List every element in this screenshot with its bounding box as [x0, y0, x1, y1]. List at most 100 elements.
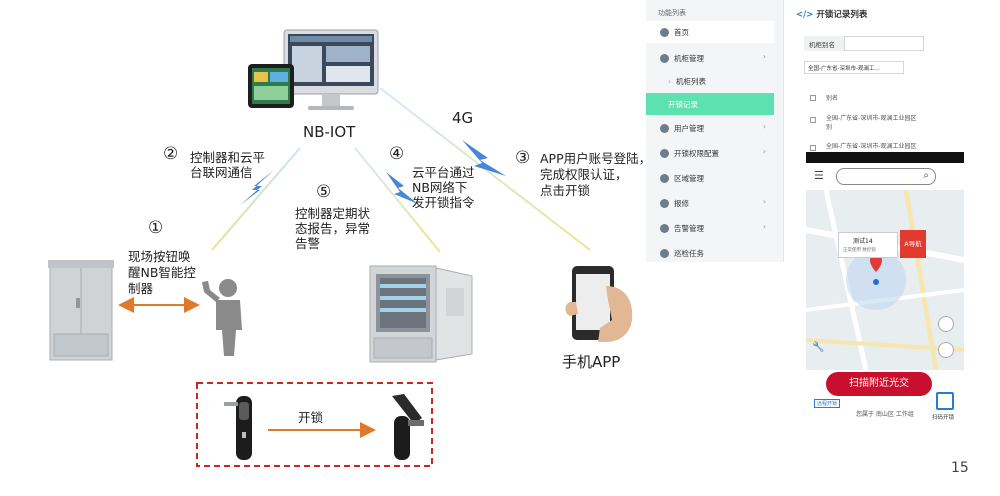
step-3-line-1: APP用户账号登陆，	[540, 151, 652, 166]
chevron-right-icon: ›	[762, 52, 766, 61]
step-3-line-2: 完成权限认证，	[540, 167, 628, 182]
sidebar-item-label: 用户管理	[674, 123, 704, 133]
lightning-bolt-icon	[462, 140, 506, 176]
step-1-line-3: 制器	[128, 281, 154, 296]
map-search-input[interactable]: ⌕	[836, 168, 936, 185]
sidebar-header: 功能列表	[658, 9, 686, 17]
select-all-checkbox[interactable]	[810, 95, 816, 101]
location-text: 您属于 南山区 工作组	[856, 411, 914, 418]
unlock-label: 开锁	[298, 410, 324, 425]
open-cabinet-icon	[369, 265, 473, 363]
phone-app-label: 手机APP	[562, 353, 621, 371]
map-roads	[806, 190, 964, 370]
phone-in-hand-icon	[565, 266, 633, 342]
link-cloud-to-controller	[211, 147, 301, 251]
row-checkbox[interactable]	[810, 117, 816, 123]
chevron-right-icon: ›	[762, 147, 766, 156]
cabinet-info-card[interactable]: 测试14 正常使用 数控锁	[838, 232, 898, 258]
document-icon[interactable]	[938, 316, 954, 332]
sidebar-item-label: 开锁权限配置	[674, 148, 719, 158]
step-5-line-3: 告警	[295, 236, 321, 251]
step-4-line-2: NB网络下	[412, 180, 468, 195]
step-5-line-2: 态报告，异常	[295, 221, 371, 236]
sidebar-item-label: 首页	[674, 27, 689, 37]
column-header-alias: 别名	[826, 95, 839, 102]
region-select[interactable]: 全国-广东省-深圳市-观澜工...	[804, 61, 904, 74]
sidebar-item-region-management[interactable]: 区域管理	[646, 167, 774, 189]
chevron-right-icon: ›	[668, 76, 671, 86]
sidebar-item-home[interactable]: 首页	[646, 21, 774, 43]
sidebar-item-label: 区域管理	[674, 173, 704, 183]
region-select-value: 全国-广东省-深圳市-观澜工...	[808, 66, 880, 72]
page-number: 15	[951, 460, 969, 476]
search-icon[interactable]: ⌕	[923, 170, 929, 181]
chevron-right-icon: ›	[762, 222, 766, 231]
warning-icon	[660, 223, 669, 233]
cloud-platform-computer-icon	[248, 29, 379, 110]
code-icon: </>	[796, 10, 814, 20]
user-icon	[660, 53, 669, 63]
sidebar-item-unlock-permission[interactable]: 开锁权限配置 ›	[646, 142, 774, 164]
sidebar-item-label: 开锁记录	[668, 99, 698, 109]
nb-iot-label: NB-IOT	[303, 123, 356, 141]
remote-unlock-tag[interactable]: 远程开锁	[814, 399, 841, 408]
sidebar-item-user-management[interactable]: 用户管理 ›	[646, 117, 774, 139]
locate-icon[interactable]	[938, 342, 954, 358]
grid-icon	[660, 173, 669, 183]
chevron-right-icon: ›	[762, 197, 766, 206]
closed-lock-icon	[224, 396, 252, 460]
sidebar-item-label: 告警管理	[674, 223, 704, 233]
step-3-number: ③	[515, 148, 531, 168]
eye-icon	[660, 248, 669, 258]
scan-nearby-button[interactable]: 扫描附近光交	[826, 372, 932, 396]
sidebar-item-repair[interactable]: 报修 ›	[646, 192, 774, 214]
sidebar-item-label: 机柜管理	[674, 53, 704, 63]
step-1-number: ①	[148, 218, 164, 238]
lightning-bolt-icon	[386, 172, 418, 204]
sidebar-item-unlock-records[interactable]: 开锁记录	[646, 93, 774, 115]
step-4-line-3: 发开锁指令	[412, 195, 475, 210]
pin-subtitle: 正常使用 数控锁	[843, 248, 876, 253]
cabinet-alias-input[interactable]	[844, 36, 924, 51]
records-title: </>开锁记录列表	[796, 8, 867, 20]
users-icon	[660, 123, 669, 133]
scan-qr-icon[interactable]	[936, 392, 954, 410]
user-icon	[660, 27, 669, 37]
records-title-text: 开锁记录列表	[816, 10, 868, 20]
key-icon	[660, 148, 669, 158]
step-5-line-1: 控制器定期状	[295, 206, 371, 221]
step-1-line-1: 现场按钮唤	[128, 249, 191, 264]
wrench-icon[interactable]: 🔧	[812, 342, 825, 353]
admin-sidebar: 功能列表 首页 机柜管理 › › 机柜列表 开锁记录 用户管理 › 开锁权限配置…	[646, 0, 784, 262]
table-cell: 别	[826, 124, 833, 131]
phone-app-screen: ☰ ⌕ 测试14 正常使用 数控锁 A导航 🔧 扫描附近光交 远程开锁 您属于 …	[806, 152, 964, 432]
map-view[interactable]: 测试14 正常使用 数控锁 A导航 🔧	[806, 190, 964, 370]
step-2-line-2: 台联网通信	[190, 165, 253, 180]
step-4-number: ④	[389, 144, 405, 164]
menu-icon[interactable]: ☰	[814, 169, 824, 182]
sidebar-item-inspection-tasks[interactable]: 巡检任务	[646, 242, 774, 264]
table-cell: 全国-广东省-深圳市-观澜工业园区	[826, 115, 917, 122]
step-5-number: ⑤	[316, 182, 332, 202]
4g-label: 4G	[452, 109, 474, 127]
unlock-records-panel: </>开锁记录列表 机柜别名 全国-广东省-深圳市-观澜工... 别名 全国-广…	[790, 0, 950, 160]
step-2-line-1: 控制器和云平	[190, 150, 266, 165]
step-3-line-3: 点击开锁	[540, 183, 591, 198]
sidebar-item-label: 机柜列表	[676, 76, 706, 86]
cabinet-alias-label: 机柜别名	[804, 36, 844, 51]
step-2-number: ②	[163, 144, 179, 164]
lightning-bolt-icon	[240, 170, 274, 205]
link-cloud-to-cabinet	[354, 147, 441, 253]
unlock-demo-box	[196, 382, 433, 467]
navigate-button[interactable]: A导航	[900, 230, 926, 258]
scan-unlock-label: 扫码开锁	[932, 415, 955, 421]
status-bar	[806, 152, 964, 163]
sidebar-item-cabinet-management[interactable]: 机柜管理 ›	[646, 47, 774, 69]
sidebar-item-cabinet-list[interactable]: › 机柜列表	[646, 70, 774, 92]
step-1-line-2: 醒NB智能控	[128, 265, 196, 280]
step-4-line-1: 云平台通过	[412, 165, 475, 180]
table-cell: 全国-广东省-深圳市-观澜工业园区	[826, 143, 917, 150]
row-checkbox[interactable]	[810, 145, 816, 151]
sidebar-item-alarm-management[interactable]: 告警管理 ›	[646, 217, 774, 239]
